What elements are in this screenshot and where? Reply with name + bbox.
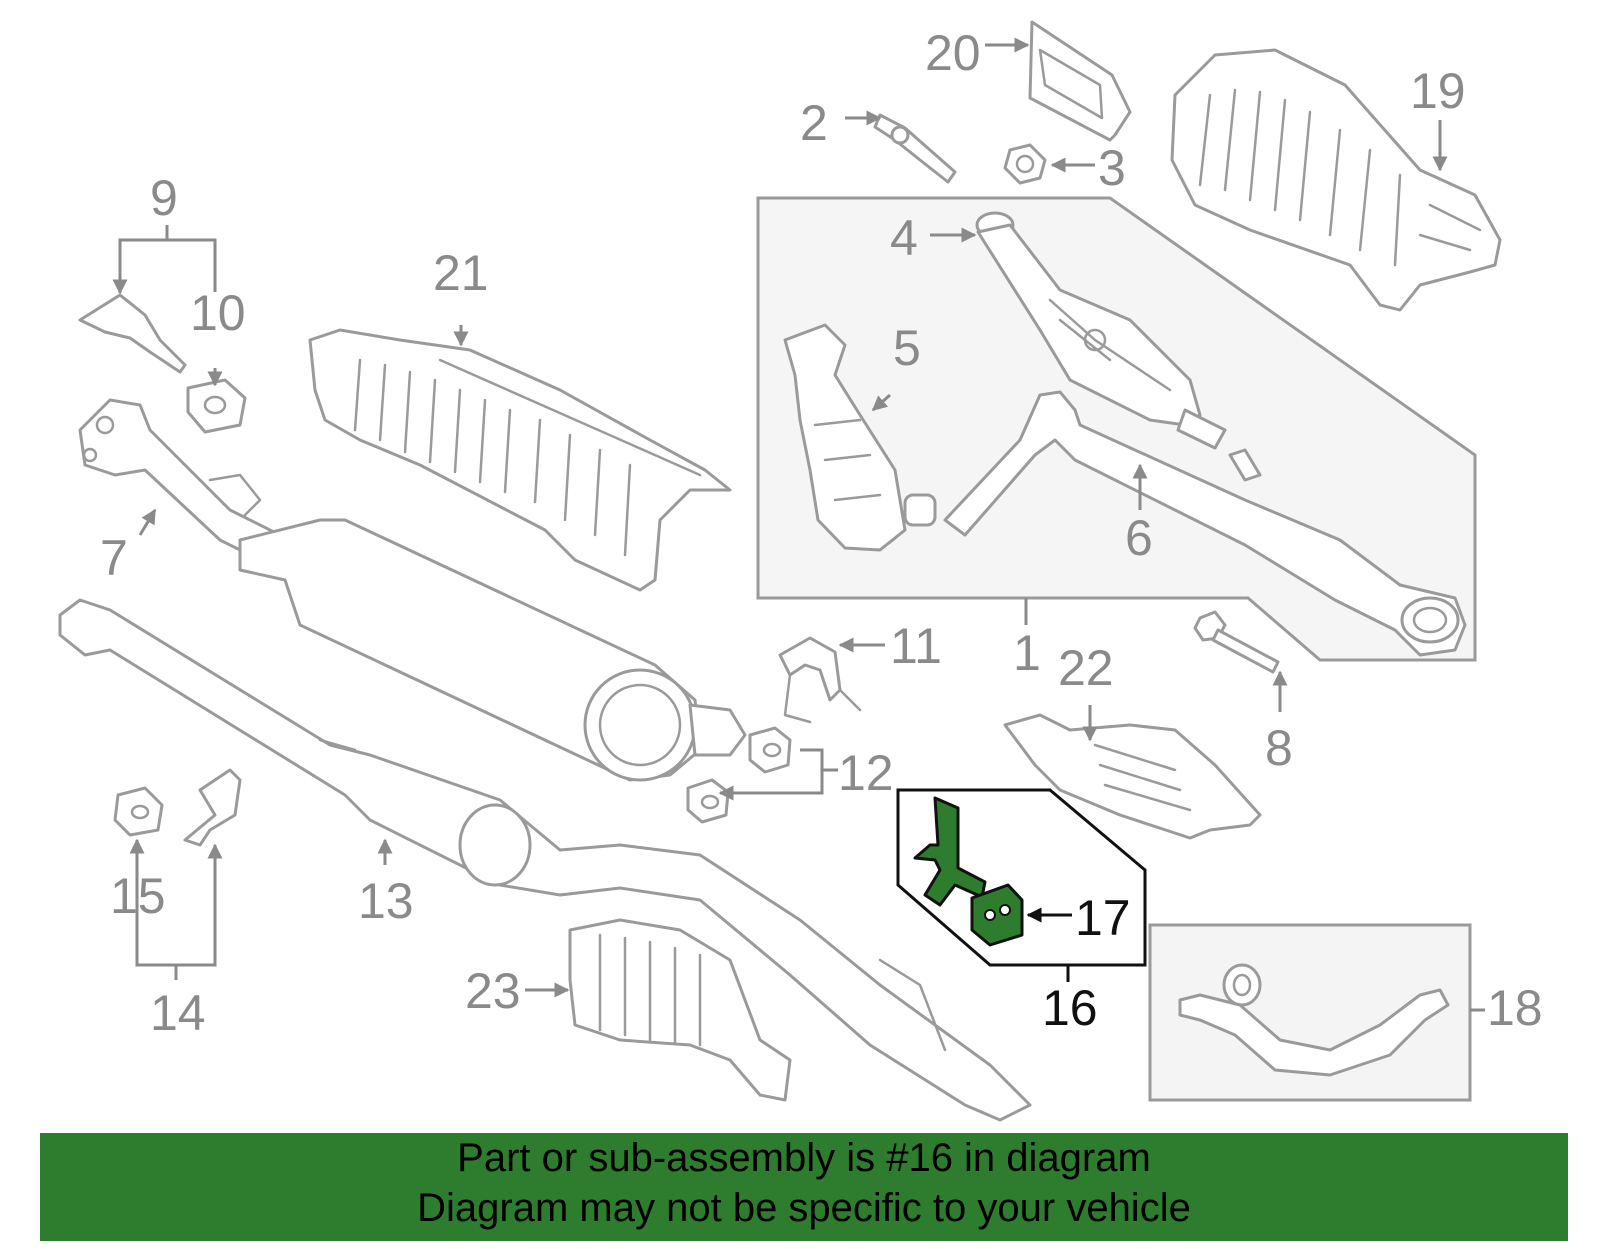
- part-22-heat-shield[interactable]: [1003, 713, 1262, 840]
- label-9: 9: [150, 170, 178, 226]
- part-12-insulator-upper[interactable]: [748, 726, 792, 774]
- label-8: 8: [1265, 720, 1293, 776]
- label-15: 15: [110, 868, 166, 924]
- part-6-pipe[interactable]: [943, 390, 1467, 657]
- part-14-bracket[interactable]: [183, 768, 242, 847]
- part-17-insulator[interactable]: [970, 883, 1024, 947]
- part-23-heat-shield[interactable]: [568, 918, 792, 1102]
- part-18-box[interactable]: [1148, 923, 1472, 1102]
- part-8-bolt[interactable]: [1193, 610, 1280, 674]
- part-2-oxygen-sensor[interactable]: [873, 113, 957, 184]
- label-19: 19: [1410, 63, 1466, 119]
- label-21: 21: [433, 245, 489, 301]
- label-7: 7: [100, 530, 128, 586]
- label-14: 14: [150, 985, 206, 1041]
- info-banner: Part or sub-assembly is #16 in diagram D…: [40, 1133, 1568, 1241]
- label-18: 18: [1487, 980, 1543, 1036]
- part-16-hanger-bracket[interactable]: [913, 796, 987, 907]
- label-2: 2: [800, 95, 828, 151]
- label-3: 3: [1098, 140, 1126, 196]
- label-10: 10: [190, 285, 246, 341]
- label-6: 6: [1125, 510, 1153, 566]
- part-16-highlight-box[interactable]: [896, 788, 1147, 967]
- label-4: 4: [890, 210, 918, 266]
- part-9-bracket[interactable]: [78, 293, 187, 374]
- part-muffler-assembly[interactable]: [238, 518, 747, 782]
- part-13-resonator-pipe[interactable]: [58, 598, 1032, 1122]
- part-19-heat-shield[interactable]: [1170, 48, 1502, 312]
- part-12-insulator-lower[interactable]: [686, 778, 730, 824]
- label-22: 22: [1058, 640, 1114, 696]
- part-11-hanger[interactable]: [778, 636, 862, 724]
- part-3-nut[interactable]: [1003, 143, 1047, 185]
- part-21-heat-shield[interactable]: [308, 328, 732, 592]
- label-11: 11: [890, 618, 942, 674]
- banner-line-2: Diagram may not be specific to your vehi…: [417, 1186, 1191, 1230]
- part-16-box: [896, 788, 1147, 967]
- label-5: 5: [893, 320, 921, 376]
- part-4-catalytic-converter[interactable]: [975, 211, 1227, 450]
- label-12: 12: [838, 745, 894, 801]
- banner-line-1: Part or sub-assembly is #16 in diagram: [457, 1136, 1151, 1180]
- part-10-rubber-insulator[interactable]: [186, 378, 247, 434]
- part-20-heat-shield[interactable]: [1028, 20, 1132, 142]
- label-1: 1: [1013, 625, 1041, 681]
- label-23: 23: [465, 963, 521, 1019]
- label-20: 20: [925, 25, 981, 81]
- part-5-catalytic-converter[interactable]: [783, 323, 937, 552]
- label-16: 16: [1042, 980, 1098, 1036]
- label-13: 13: [358, 873, 414, 929]
- part-15-insulator[interactable]: [113, 786, 164, 837]
- label-17: 17: [1075, 890, 1131, 946]
